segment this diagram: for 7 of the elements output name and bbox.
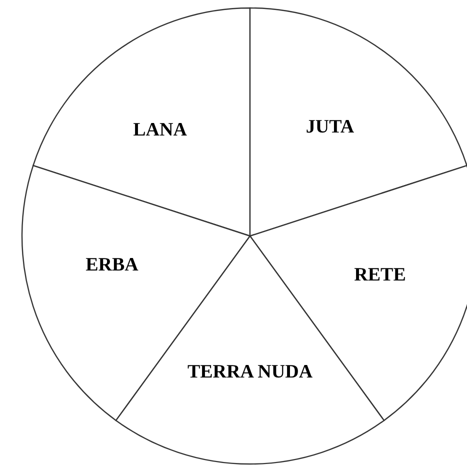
- sector-label: ERBA: [86, 256, 138, 274]
- sector-label: LANA: [133, 120, 187, 140]
- pie-sector: [32, 7, 251, 237]
- sector-label: TERRA NUDA: [187, 362, 313, 382]
- pie-sector: [248, 7, 467, 237]
- sector-label: JUTA: [306, 118, 354, 136]
- sector-label: RETE: [354, 266, 406, 284]
